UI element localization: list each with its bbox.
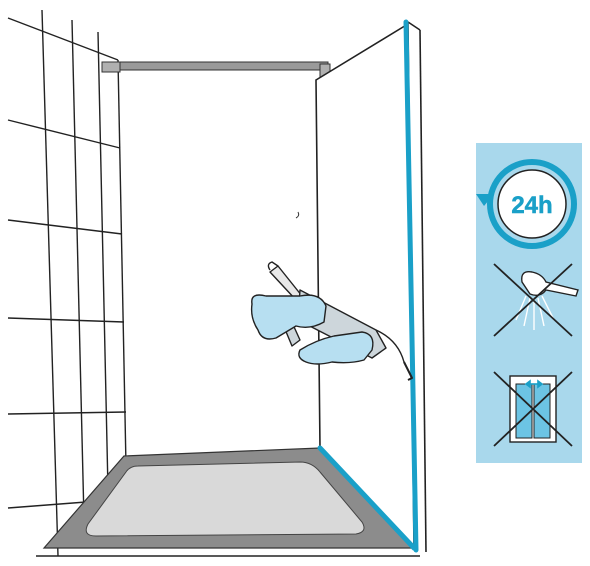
instruction-panel: 24h — [476, 143, 582, 463]
top-rail — [102, 62, 330, 78]
cure-time-label: 24h — [511, 192, 552, 219]
